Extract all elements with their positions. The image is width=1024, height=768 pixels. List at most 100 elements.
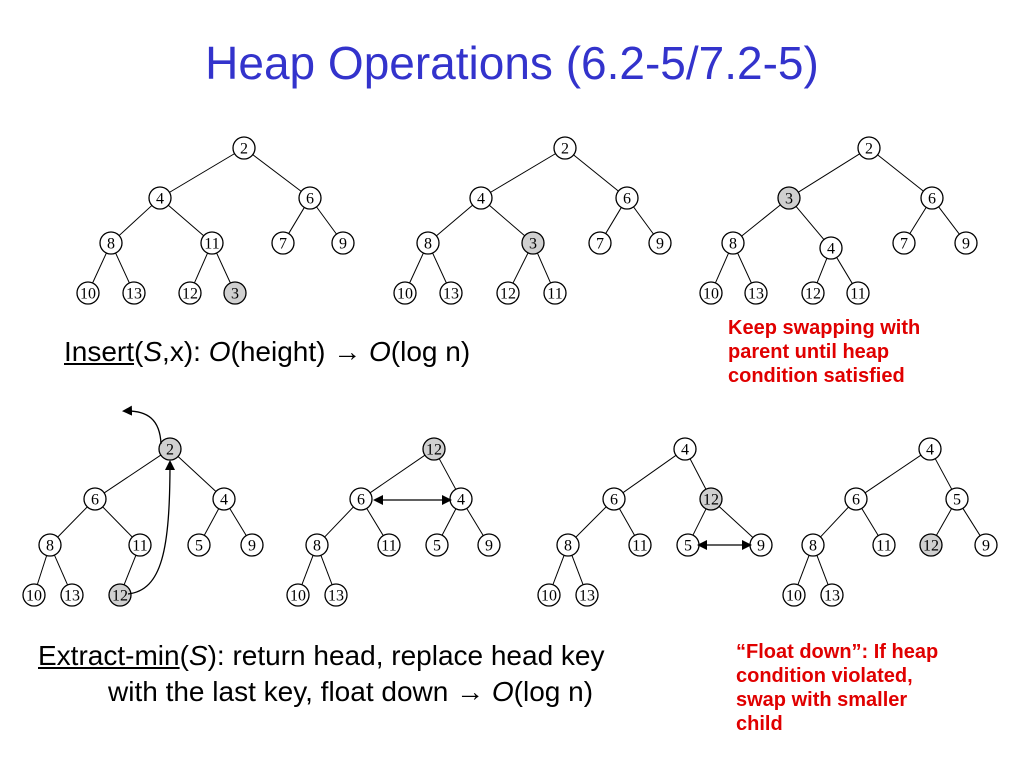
tree-edge xyxy=(575,506,607,538)
tree-node-circle xyxy=(422,437,446,461)
extract-name: Extract-min xyxy=(38,640,180,671)
tree-node-label: 13 xyxy=(824,588,840,605)
extract-head-arrow xyxy=(122,405,162,445)
tree-node-label: 8 xyxy=(313,538,321,555)
tree-node-circle xyxy=(857,136,881,160)
tree-edge xyxy=(797,555,810,585)
tree-node-circle xyxy=(148,186,172,210)
tree-node-circle xyxy=(954,231,978,255)
tree-edge xyxy=(441,508,457,536)
tree-node-label: 9 xyxy=(485,538,493,555)
tree-node-circle xyxy=(76,281,100,305)
tree-edge xyxy=(864,454,922,494)
tree-node-circle xyxy=(575,583,599,607)
tree-node-circle xyxy=(628,533,652,557)
tree-node-circle xyxy=(602,487,626,511)
tree-edge xyxy=(571,555,584,585)
tree-node-label: 10 xyxy=(26,588,42,605)
tree-node-label: 12 xyxy=(182,286,198,303)
tree-node-circle xyxy=(232,136,256,160)
tree-edge xyxy=(102,506,133,538)
tree-node-circle xyxy=(543,281,567,305)
tree-node-circle xyxy=(305,533,329,557)
tree-edge xyxy=(795,206,825,240)
tree-node-label: 10 xyxy=(786,588,802,605)
tree-node-circle xyxy=(122,281,146,305)
tree-node-circle xyxy=(200,231,224,255)
tree-node-label: 12 xyxy=(500,286,516,303)
tree-node-label: 12 xyxy=(805,286,821,303)
tree-node-label: 13 xyxy=(748,286,764,303)
tree-node-label: 11 xyxy=(876,538,891,555)
tree-node-circle xyxy=(588,231,612,255)
tree-node-label: 8 xyxy=(729,236,737,253)
tree-node-circle xyxy=(920,186,944,210)
tree-edge xyxy=(816,555,829,585)
tree-edge xyxy=(118,205,153,236)
tree-node-circle xyxy=(108,583,132,607)
tree-edge xyxy=(92,252,107,284)
tree-node-circle xyxy=(477,533,501,557)
tree-node-circle xyxy=(349,487,373,511)
tree-node-circle xyxy=(393,281,417,305)
extract-note: “Float down”: If heap condition violated… xyxy=(736,641,939,735)
tree-node-label: 13 xyxy=(579,588,595,605)
tree-edge xyxy=(816,258,828,283)
tree-node-label: 9 xyxy=(962,236,970,253)
tree-node-label: 7 xyxy=(900,236,908,253)
tree-node-label: 11 xyxy=(632,538,647,555)
tree-edge xyxy=(216,252,231,284)
tree-edge xyxy=(320,555,333,585)
tree-node-label: 4 xyxy=(156,191,164,208)
tree-node-circle xyxy=(83,487,107,511)
tree-node-circle xyxy=(99,231,123,255)
tree-node-circle xyxy=(556,533,580,557)
tree-node-circle xyxy=(521,231,545,255)
tree-edge xyxy=(301,555,314,585)
tree-node-circle xyxy=(286,583,310,607)
tree-edge xyxy=(689,458,707,490)
tree-node-label: 6 xyxy=(928,191,936,208)
arrow-icon: → xyxy=(333,336,369,367)
tree-node-label: 6 xyxy=(610,492,618,509)
tree-edge xyxy=(536,252,552,284)
tree-node-label: 10 xyxy=(80,286,96,303)
tree-edge xyxy=(203,508,220,536)
tree-edge xyxy=(962,508,981,536)
tree-edge xyxy=(877,154,924,192)
tree-node-circle xyxy=(324,583,348,607)
tree-node-circle xyxy=(22,583,46,607)
tree-node-label: 9 xyxy=(339,236,347,253)
tree-edge xyxy=(288,207,305,234)
tree-node-circle xyxy=(416,231,440,255)
tree-node-label: 6 xyxy=(91,492,99,509)
tree-node-label: 3 xyxy=(785,191,793,208)
tree-node-circle xyxy=(537,583,561,607)
tree-edge xyxy=(369,454,426,494)
tree-edge xyxy=(316,206,337,235)
tree-edge xyxy=(123,555,137,585)
tree-node-label: 11 xyxy=(381,538,396,555)
tree-edge xyxy=(57,506,88,538)
tree-node-label: 7 xyxy=(596,236,604,253)
tree-node-label: 5 xyxy=(433,538,441,555)
tree-node-circle xyxy=(158,437,182,461)
tree-edge xyxy=(409,252,424,284)
tree-node-label: 9 xyxy=(656,236,664,253)
tree-edge xyxy=(573,154,619,192)
tree-edge xyxy=(633,206,654,235)
tree-node-label: 2 xyxy=(166,442,174,459)
tree-node-label: 8 xyxy=(424,236,432,253)
tree-node-label: 12 xyxy=(703,492,719,509)
arrow-icon: → xyxy=(456,676,492,707)
tree-edge xyxy=(177,456,217,492)
insert-note: Keep swapping with parent until heap con… xyxy=(728,317,921,387)
tree-node-circle xyxy=(128,533,152,557)
tree-edge xyxy=(436,204,473,237)
tree-node-circle xyxy=(744,281,768,305)
